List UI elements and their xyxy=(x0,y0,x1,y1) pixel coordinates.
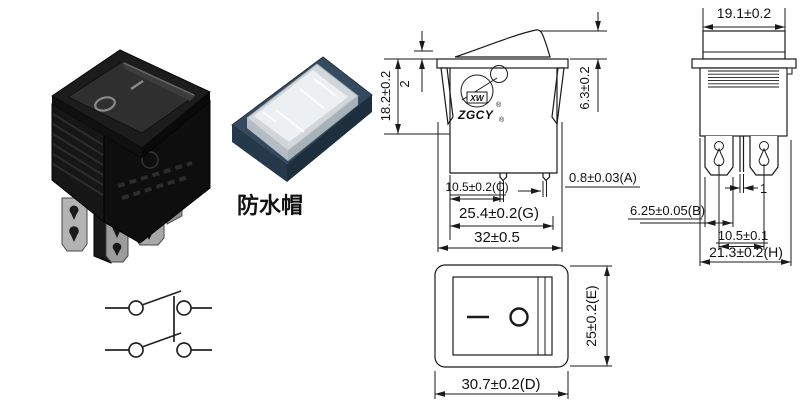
dim-front-flange: 32±0.5 xyxy=(474,229,520,246)
side-terminal-left-keyhole xyxy=(713,147,725,167)
rocker-highlight xyxy=(123,62,195,96)
molded-rating-marks xyxy=(117,161,193,200)
brand-logo: XW ® ZGCY ® xyxy=(457,65,508,124)
circuit-symbol-dpst xyxy=(105,290,212,358)
logo-mark-text: XW xyxy=(469,93,485,103)
cap-clear-wall-left xyxy=(247,118,288,161)
logo-reg-1: ® xyxy=(496,101,502,109)
logo-reg-2: ® xyxy=(499,116,505,124)
dim-side-cap: 19.1±0.2 xyxy=(717,5,772,21)
dim-front-lip: 2 xyxy=(397,80,412,87)
front-view-dimensions: 18.2±0.2 2 6.3±0.2 10.5±0.2(C) 0.8±0.03(… xyxy=(378,12,640,252)
dim-side-b: 6.25±0.05(B) xyxy=(630,203,705,218)
top-off-mark xyxy=(509,307,529,327)
front-terminal-2 xyxy=(542,173,551,182)
cap-highlights xyxy=(262,78,337,133)
side-latch xyxy=(786,67,793,75)
logo-brand-text: ZGCY xyxy=(457,108,494,122)
front-terminal-1 xyxy=(499,173,508,182)
rocker-on-mark xyxy=(130,79,144,91)
side-body-hatch xyxy=(708,70,779,88)
dim-side-h: 21.3±0.2(H) xyxy=(709,244,783,260)
front-body xyxy=(449,68,558,174)
side-flange xyxy=(691,58,797,69)
dim-front-c: 10.5±0.2(C) xyxy=(445,180,508,194)
dim-side-pitch: 10.5±0.1 xyxy=(718,228,769,243)
front-rocker-outline xyxy=(454,29,551,58)
front-view: XW ® ZGCY ® 18.2±0.2 2 6.3±0.2 xyxy=(378,12,640,252)
dim-top-d: 30.7±0.2(D) xyxy=(461,376,540,393)
cap-clear-wall-right xyxy=(288,96,358,161)
dim-front-rocker: 6.3±0.2 xyxy=(577,66,592,109)
side-body xyxy=(699,67,788,137)
rocker-switch-photo xyxy=(51,49,211,264)
dim-front-height: 18.2±0.2 xyxy=(378,71,393,122)
front-flange xyxy=(436,58,569,69)
front-wing-left xyxy=(440,67,454,126)
switch-body-ribs xyxy=(52,113,104,196)
side-terminal-right-keyhole xyxy=(758,147,770,167)
cap-base-left xyxy=(232,125,287,182)
side-view-dimensions: 19.1±0.2 1 6.25±0.05(B) 10.5±0.1 21.3±0.… xyxy=(628,5,792,266)
cap-base-right xyxy=(287,95,372,182)
waterproof-cap-caption: 防水帽 xyxy=(237,193,303,218)
dim-top-e: 25±0.2(E) xyxy=(583,285,599,346)
front-wing-right xyxy=(551,67,565,126)
dim-front-a: 0.8±0.03(A) xyxy=(569,170,637,185)
rocker-off-mark xyxy=(94,96,116,112)
side-view: 19.1±0.2 1 6.25±0.05(B) 10.5±0.1 21.3±0.… xyxy=(628,5,797,266)
top-view-dimensions: 25±0.2(E) 30.7±0.2(D) xyxy=(434,265,612,399)
side-terminal-center xyxy=(739,136,745,172)
molded-logo-mark xyxy=(141,151,159,169)
rocker-facet xyxy=(122,62,196,101)
dim-front-g: 25.4±0.2(G) xyxy=(459,205,539,222)
waterproof-cap-photo: 防水帽 xyxy=(231,56,373,218)
switch-bezel-edge-left xyxy=(52,96,142,158)
indicator-hole xyxy=(490,65,508,83)
side-cap xyxy=(702,30,786,60)
switch-bezel-edge-right xyxy=(142,92,210,158)
top-view: 25±0.2(E) 30.7±0.2(D) xyxy=(434,264,612,399)
